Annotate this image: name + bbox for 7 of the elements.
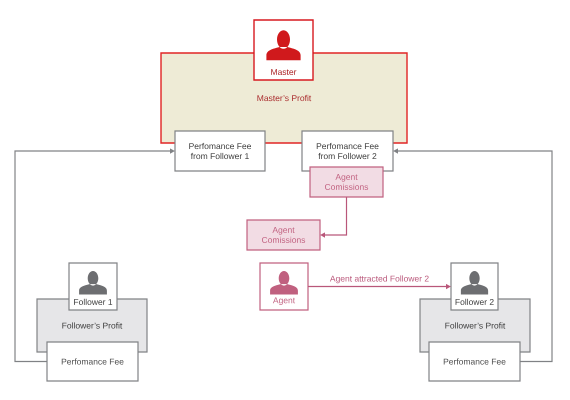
process-box: Perfomance Fee from Follower 1 [174,130,266,172]
process-box: Agent Comissions [246,219,321,251]
process-box: Perfomance Fee from Follower 2 [301,130,394,172]
process-box: Perfomance Fee [428,341,521,382]
edge-label: Agent attracted Follower 2 [328,274,430,284]
process-box: Agent Comissions [309,166,384,198]
process-box: Perfomance Fee [46,341,139,382]
